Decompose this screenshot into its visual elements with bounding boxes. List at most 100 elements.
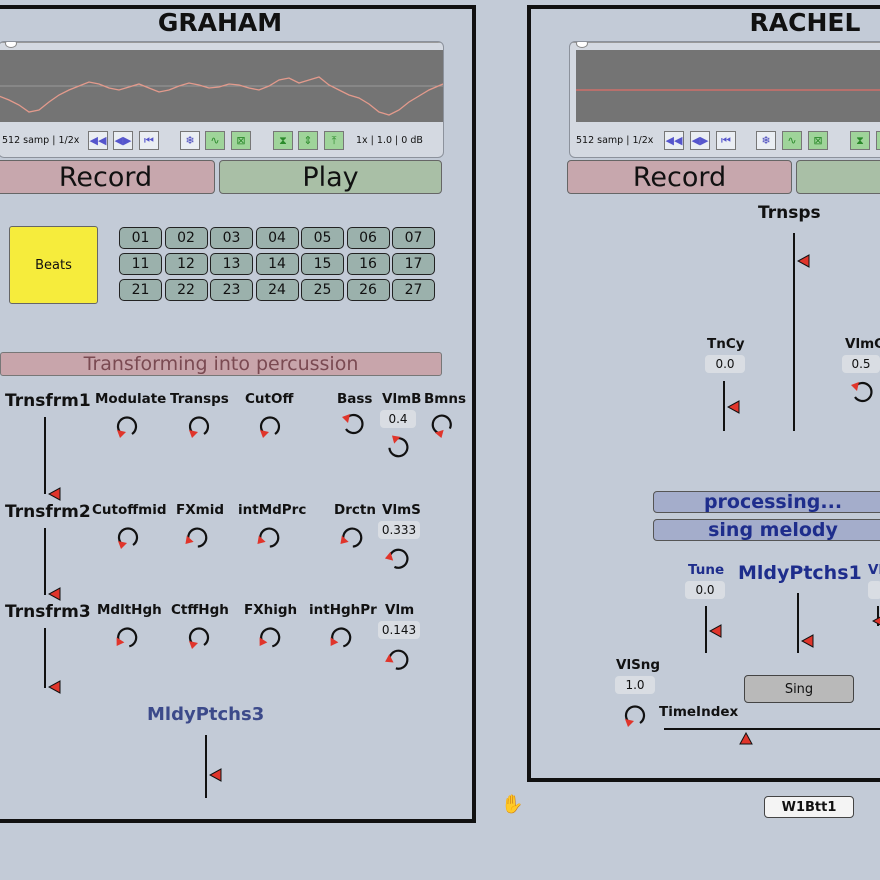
mldyptchs1-slider[interactable]	[797, 593, 799, 653]
fast-forward-icon[interactable]: ◀▶	[113, 131, 133, 150]
trnsfrm3-handle[interactable]	[48, 680, 62, 694]
trnsfrm3-slider[interactable]	[44, 628, 46, 688]
vlmc-knob[interactable]	[849, 379, 875, 405]
transps-knob[interactable]	[186, 414, 212, 440]
beat-pad[interactable]: 13	[210, 253, 253, 275]
beat-pad[interactable]: 05	[301, 227, 344, 249]
mldyptchs3-slider[interactable]	[205, 735, 207, 798]
tncy-value[interactable]: 0.0	[705, 355, 745, 373]
fit-icon[interactable]: ⊠	[231, 131, 251, 150]
vlms-knob[interactable]	[385, 546, 411, 572]
trnsfrm1-slider[interactable]	[44, 417, 46, 494]
timeindex-handle[interactable]	[739, 732, 753, 746]
rachel-scope[interactable]: 512 samp | 1/2x ◀◀ ◀▶ ⏮ ❄ ∿ ⊠ ⧗ ⇕	[569, 41, 880, 158]
beat-pad[interactable]: 11	[119, 253, 162, 275]
mldyptchs1-handle[interactable]	[801, 634, 815, 648]
fast-forward-icon[interactable]: ◀▶	[690, 131, 710, 150]
vlsng-knob[interactable]	[622, 703, 648, 729]
timeindex-slider[interactable]	[664, 728, 880, 730]
beat-pad[interactable]: 24	[255, 279, 299, 301]
snowflake-icon[interactable]: ❄	[180, 131, 200, 150]
beat-pad[interactable]: 04	[255, 227, 299, 249]
snowflake-icon[interactable]: ❄	[756, 131, 776, 150]
graham-play-button[interactable]: Play	[219, 160, 442, 194]
vlm-knob[interactable]	[385, 647, 411, 673]
beat-pad[interactable]: 12	[164, 253, 208, 275]
vlsng-value[interactable]: 1.0	[615, 676, 655, 694]
center-vertical-icon[interactable]: ⤒	[324, 131, 344, 150]
vlm-value[interactable]: 0.143	[378, 621, 420, 639]
w1btt1-button[interactable]: W1Btt1	[764, 796, 854, 818]
vlmb-knob[interactable]	[385, 434, 411, 460]
inthghpr-knob[interactable]	[328, 625, 354, 651]
beat-pad[interactable]: 16	[346, 253, 390, 275]
mdlthgh-label: MdltHgh	[97, 602, 162, 618]
vlms-value[interactable]: 0.333	[378, 521, 420, 539]
beat-pad[interactable]: 23	[210, 279, 253, 301]
tncy-handle[interactable]	[727, 400, 741, 414]
drctn-knob[interactable]	[339, 525, 365, 551]
skip-icon[interactable]: ⏮	[139, 131, 159, 150]
wave-icon[interactable]: ∿	[205, 131, 225, 150]
rachel-record-button[interactable]: Record	[567, 160, 792, 194]
beats-button[interactable]: Beats	[9, 226, 98, 304]
beat-pad[interactable]: 01	[119, 227, 162, 249]
vlm-label: Vlm	[385, 602, 415, 618]
tune-slider[interactable]	[705, 606, 707, 653]
expand-vertical-icon[interactable]: ⇕	[298, 131, 318, 150]
beat-pad[interactable]: 25	[301, 279, 344, 301]
vl-partial-slider[interactable]	[877, 606, 879, 626]
bass-knob[interactable]	[340, 411, 366, 437]
scope-scroll-handle[interactable]	[576, 42, 588, 48]
beat-pad[interactable]: 02	[164, 227, 208, 249]
trnsfrm1-handle[interactable]	[48, 487, 62, 501]
beat-pad[interactable]: 26	[346, 279, 390, 301]
rachel-title: RACHEL	[749, 8, 861, 37]
beat-pad[interactable]: 03	[210, 227, 253, 249]
sing-button[interactable]: Sing	[744, 675, 854, 703]
intmdprc-knob[interactable]	[256, 525, 282, 551]
ctffhgh-knob[interactable]	[186, 625, 212, 651]
beat-pad[interactable]: 21	[119, 279, 162, 301]
cutoff-knob[interactable]	[257, 414, 283, 440]
fit-icon[interactable]: ⊠	[808, 131, 828, 150]
trnsfrm2-handle[interactable]	[48, 587, 62, 601]
trnsps-slider[interactable]	[793, 233, 795, 431]
fxmid-label: FXmid	[176, 502, 224, 518]
rachel-play-button[interactable]	[796, 160, 880, 194]
beat-pad[interactable]: 27	[392, 279, 435, 301]
graham-record-button[interactable]: Record	[0, 160, 215, 194]
beat-pad[interactable]: 07	[392, 227, 435, 249]
zoom-vertical-icon[interactable]: ⧗	[850, 131, 870, 150]
rewind-icon[interactable]: ◀◀	[88, 131, 108, 150]
skip-icon[interactable]: ⏮	[716, 131, 736, 150]
bmns-knob[interactable]	[429, 412, 455, 438]
tncy-slider[interactable]	[723, 381, 725, 431]
fxmid-knob[interactable]	[184, 525, 210, 551]
vl-partial-handle[interactable]	[872, 614, 880, 628]
mldyptchs3-handle[interactable]	[209, 768, 223, 782]
expand-vertical-icon[interactable]: ⇕	[876, 131, 880, 150]
graham-scope[interactable]: 512 samp | 1/2x ◀◀ ◀▶ ⏮ ❄ ∿ ⊠ ⧗ ⇕ ⤒ 1x |…	[0, 41, 444, 158]
vlmb-value[interactable]: 0.4	[380, 410, 416, 428]
scope-scroll-handle[interactable]	[5, 42, 17, 48]
fxhigh-knob[interactable]	[257, 625, 283, 651]
trnsfrm2-slider[interactable]	[44, 528, 46, 595]
vlmc-value[interactable]: 0.5	[842, 355, 880, 373]
cutoffmid-knob[interactable]	[115, 525, 141, 551]
tune-handle[interactable]	[709, 624, 723, 638]
wave-icon[interactable]: ∿	[782, 131, 802, 150]
beat-pad[interactable]: 14	[255, 253, 299, 275]
beat-pad[interactable]: 22	[164, 279, 208, 301]
modulate-knob[interactable]	[114, 414, 140, 440]
beat-pad[interactable]: 06	[346, 227, 390, 249]
beat-pad[interactable]: 17	[392, 253, 435, 275]
beat-pad[interactable]: 15	[301, 253, 344, 275]
tune-value[interactable]: 0.0	[685, 581, 725, 599]
zoom-vertical-icon[interactable]: ⧗	[273, 131, 293, 150]
rewind-icon[interactable]: ◀◀	[664, 131, 684, 150]
cutoffmid-label: Cutoffmid	[92, 502, 167, 518]
vl-partial-value[interactable]	[868, 581, 880, 599]
trnsps-handle[interactable]	[797, 254, 811, 268]
mdlthgh-knob[interactable]	[114, 625, 140, 651]
